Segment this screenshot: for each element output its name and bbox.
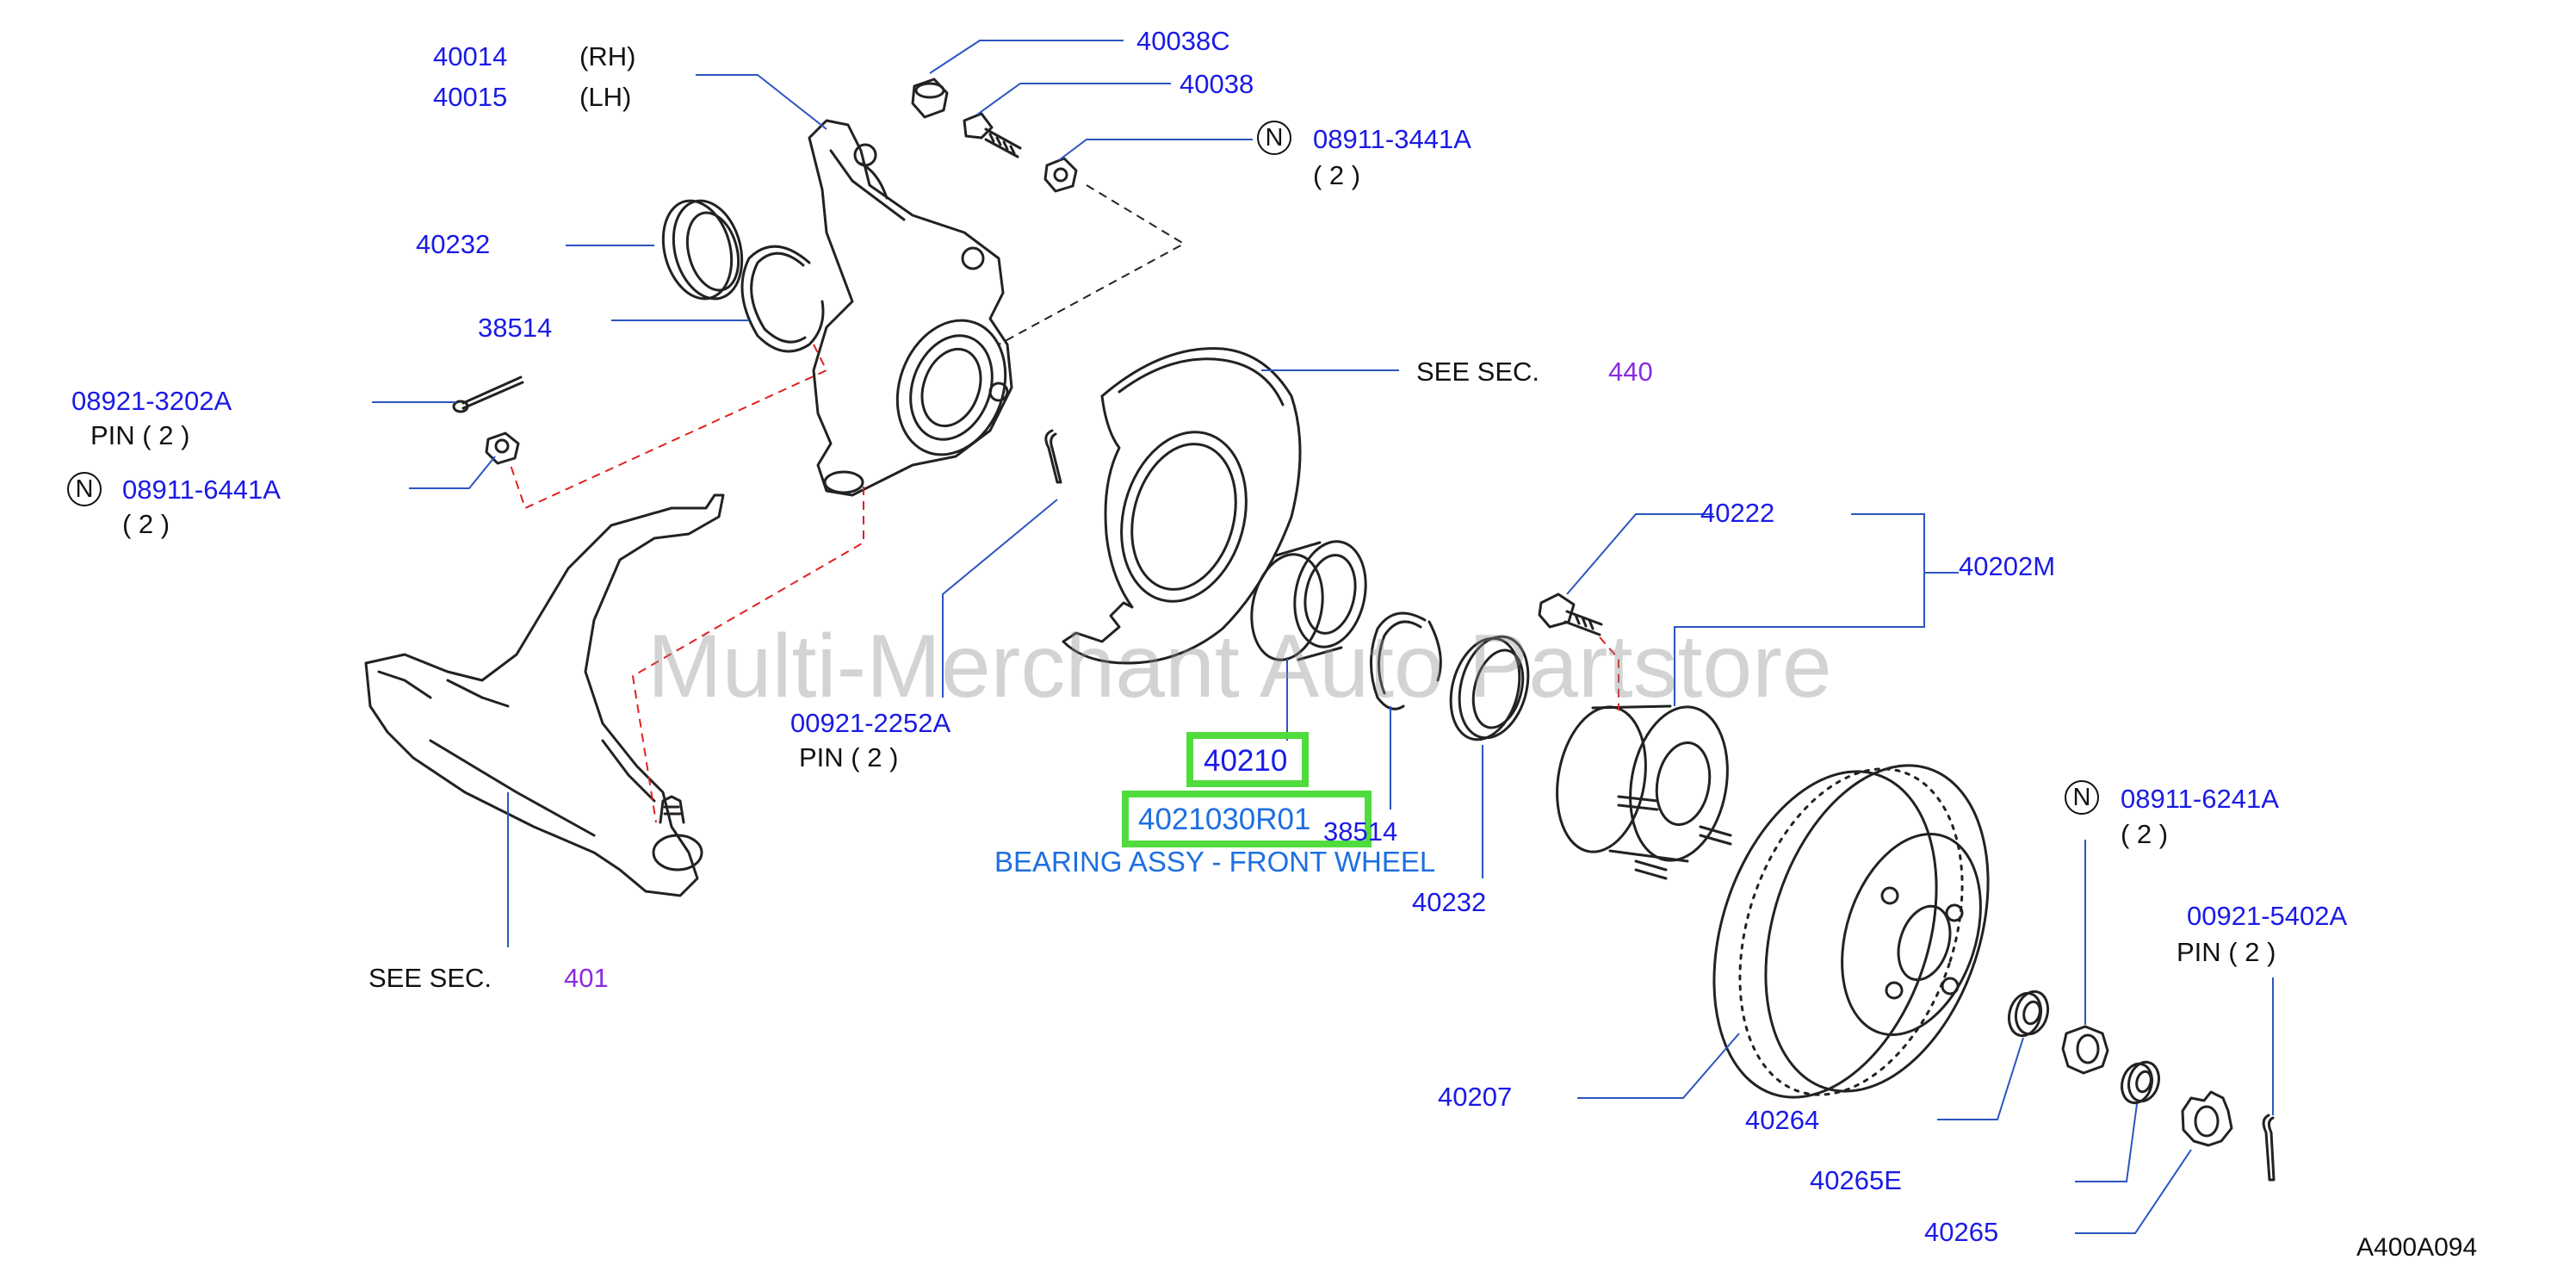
label-40207[interactable]: 40207 [1438, 1082, 1513, 1112]
nut-08911-6241a [2061, 1025, 2109, 1075]
drawing-code: A400A094 [2356, 1233, 2478, 1262]
nut-08911-3441a [1043, 157, 1078, 193]
label-00921-2252a[interactable]: 00921-2252A [790, 708, 951, 738]
nut-08911-6441a [485, 431, 520, 465]
pin-qty-00921-5402a: PIN ( 2 ) [2177, 937, 2276, 967]
label-40265[interactable]: 40265 [1924, 1217, 1999, 1247]
qty-08911-3441a: ( 2 ) [1313, 160, 1361, 190]
pin-qty-00921-2252a: PIN ( 2 ) [799, 742, 899, 772]
label-00921-5402a[interactable]: 00921-5402A [2187, 901, 2348, 931]
label-38514-upper[interactable]: 38514 [478, 313, 553, 343]
label-08911-6441a[interactable]: 08911-6441A [122, 475, 281, 505]
cotter-pin-08921-3202a [452, 375, 524, 413]
qty-08911-6441a: ( 2 ) [122, 509, 170, 539]
label-08911-3441a[interactable]: 08911-3441A [1313, 124, 1471, 154]
label-08911-6241a[interactable]: 08911-6241A [2121, 784, 2279, 814]
qty-08911-6241a: ( 2 ) [2121, 819, 2169, 849]
washer-40264 [2007, 990, 2050, 1038]
pin-qty-08921-3202a: PIN ( 2 ) [90, 420, 190, 450]
label-40202m[interactable]: 40202M [1959, 551, 2056, 581]
cotter-pin-00921-5402a [2262, 1114, 2276, 1182]
label-rh: (RH) [579, 41, 636, 71]
dashed-lines [510, 184, 1619, 823]
cotter-pin-00921-2252a [1044, 429, 1062, 484]
part-number-4021030r01[interactable]: 4021030R01 [1138, 803, 1311, 836]
n-mark-08911-6241a: N [2065, 780, 2099, 815]
n-mark-08911-3441a: N [1257, 121, 1291, 155]
wheel-bearing-40210 [1250, 540, 1367, 661]
splash-plate [1062, 347, 1302, 665]
see-sec-401-text: SEE SEC. [368, 963, 492, 993]
label-40014[interactable]: 40014 [433, 41, 508, 71]
highlight-box-4021030r01 [1122, 791, 1372, 847]
lower-control-arm [364, 493, 725, 897]
dust-seal-40232-lower [1449, 635, 1530, 741]
leader-lines [372, 40, 2274, 1234]
bolt-40038 [963, 112, 1022, 158]
dust-seal-40232-upper [661, 199, 744, 301]
highlight-box-40210 [1186, 732, 1309, 787]
label-38514-lower[interactable]: 38514 [1323, 816, 1398, 847]
label-40015[interactable]: 40015 [433, 82, 508, 112]
label-40222[interactable]: 40222 [1700, 498, 1775, 528]
see-sec-440-link[interactable]: 440 [1608, 357, 1653, 387]
see-sec-401-link[interactable]: 401 [564, 963, 609, 993]
n-mark-08911-6441a: N [67, 472, 102, 506]
label-lh: (LH) [579, 82, 632, 112]
label-40038[interactable]: 40038 [1180, 69, 1254, 99]
castle-nut-40265 [2181, 1090, 2233, 1147]
label-40232-upper[interactable]: 40232 [416, 229, 491, 259]
label-08921-3202a[interactable]: 08921-3202A [71, 386, 232, 416]
watermark: Multi-Merchant Auto Partstore [647, 617, 1832, 717]
label-40232-lower[interactable]: 40232 [1412, 887, 1487, 917]
wheel-hub-40202m [1556, 704, 1732, 880]
part-description: BEARING ASSY - FRONT WHEEL [994, 846, 1436, 878]
see-sec-440-text: SEE SEC. [1416, 357, 1539, 387]
nut-40038c [911, 78, 949, 119]
steering-knuckle [808, 119, 1013, 497]
hub-bolt-40222 [1538, 592, 1603, 636]
label-40264[interactable]: 40264 [1745, 1105, 1820, 1135]
brake-rotor-40207 [1712, 764, 1990, 1099]
washer-40265e [2121, 1060, 2160, 1105]
snap-ring-38514-upper [740, 245, 825, 353]
label-40038c[interactable]: 40038C [1136, 26, 1230, 56]
label-40265e[interactable]: 40265E [1810, 1165, 1902, 1195]
snap-ring-38514-lower [1370, 611, 1442, 710]
label-40210[interactable]: 40210 [1204, 744, 1288, 778]
